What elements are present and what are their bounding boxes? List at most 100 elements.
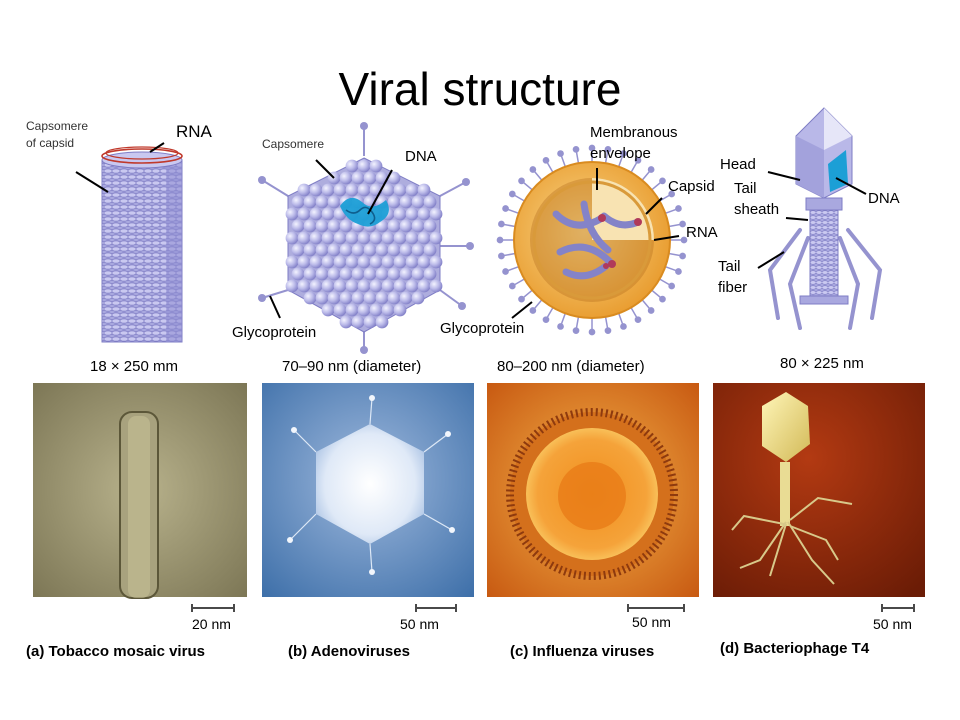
capsomere-sphere	[351, 315, 365, 329]
flu-scale-label: 50 nm	[632, 614, 671, 630]
t4-tail-sheath-label-line: sheath	[734, 201, 780, 218]
capsomere-sphere	[369, 231, 383, 245]
glycoprotein-spike-tip	[557, 150, 564, 157]
capsomere-sphere	[405, 255, 419, 269]
capsomere-sphere	[417, 231, 431, 245]
capsomere-sphere	[399, 291, 413, 305]
glycoprotein-spike-tip	[572, 327, 580, 334]
capsomere-sphere	[363, 291, 377, 305]
t4-tail-sheath-label-line: Tail	[734, 180, 757, 197]
influenza-micrograph	[487, 383, 699, 597]
capsomere-sphere	[393, 207, 407, 221]
flu-caption: (c) Influenza viruses	[510, 643, 655, 660]
glycoprotein-spike-tip	[620, 150, 627, 157]
capsomere-sphere	[339, 291, 353, 305]
capsomere-sphere	[429, 207, 443, 221]
adeno-scale-label: 50 nm	[400, 616, 439, 632]
capsomere-sphere	[315, 243, 329, 257]
capsomere-sphere	[387, 195, 401, 209]
capsomere-sphere	[327, 291, 341, 305]
capsomere-sphere	[297, 279, 311, 293]
capsomere-sphere	[309, 207, 323, 221]
bacteriophage-micrograph	[713, 383, 925, 597]
flu-rna-label: RNA	[686, 224, 718, 241]
capsomere-sphere	[309, 183, 323, 197]
capsomere-sphere	[387, 171, 401, 185]
capsomere-sphere	[351, 171, 365, 185]
capsomere-sphere	[297, 231, 311, 245]
glycoprotein-spike-tip	[679, 252, 686, 260]
glycoprotein-spike-tip	[679, 220, 686, 228]
capsomere-sphere	[369, 303, 383, 317]
glycoprotein-spike-tip	[498, 252, 505, 260]
capsomere-sphere	[429, 279, 443, 293]
capsomere-sphere	[381, 255, 395, 269]
glycoprotein-spike-tip	[542, 316, 550, 324]
capsomere-sphere	[309, 279, 323, 293]
capsomere-sphere	[357, 303, 371, 317]
capsomere-sphere	[339, 219, 353, 233]
capsomere-sphere	[405, 231, 419, 245]
capsomere-sphere	[345, 231, 359, 245]
capsomere-sphere	[339, 267, 353, 281]
capsomere-sphere	[375, 267, 389, 281]
tmv-micrograph	[33, 383, 247, 599]
capsomere-sphere	[387, 291, 401, 305]
capsomere-sphere	[417, 255, 431, 269]
glycoprotein-spike-tip	[508, 282, 516, 290]
capsomere-sphere	[387, 243, 401, 257]
glycoprotein-spike-tip	[668, 190, 676, 198]
glycoprotein-spike-tip	[675, 268, 682, 275]
glycoprotein-spike-tip	[557, 323, 564, 330]
capsomere-sphere	[345, 303, 359, 317]
tmv-dimension: 18 × 250 mm	[90, 358, 178, 375]
capsomere-sphere	[339, 315, 353, 329]
capsomere-sphere	[303, 291, 317, 305]
adeno-dna-label: DNA	[405, 148, 437, 165]
capsomere-sphere	[327, 243, 341, 257]
glycoprotein-spike-tip	[659, 295, 666, 303]
t4-tail-fiber-label-line: Tail	[718, 258, 741, 275]
glycoprotein-spike-tip	[647, 307, 655, 314]
glycoprotein-spike-tip	[502, 205, 509, 212]
capsomere-sphere	[369, 159, 383, 173]
capsomere-sphere	[315, 219, 329, 233]
capsomere-sphere	[381, 303, 395, 317]
capsomere-sphere	[345, 183, 359, 197]
tmv-caption: (a) Tobacco mosaic virus	[26, 643, 205, 660]
glycoprotein-spike-tip	[634, 316, 642, 324]
capsomere-sphere	[303, 243, 317, 257]
t4-dimension: 80 × 225 nm	[780, 355, 864, 372]
glycoprotein-spike-tip	[620, 323, 627, 330]
glycoprotein-spike-tip	[498, 220, 505, 228]
capsomere-sphere	[333, 279, 347, 293]
capsomere-sphere	[417, 183, 431, 197]
capsomere-sphere	[321, 207, 335, 221]
capsomere-sphere	[321, 303, 335, 317]
adenovirus-micrograph	[262, 383, 474, 597]
capsomere-sphere	[363, 171, 377, 185]
capsomere-sphere	[345, 279, 359, 293]
capsomere-sphere	[375, 291, 389, 305]
flu-dimension: 80–200 nm (diameter)	[497, 358, 645, 375]
capsomere-sphere	[363, 315, 377, 329]
capsomere-sphere	[405, 279, 419, 293]
tmv-rna-label: RNA	[176, 122, 212, 141]
flu-glycoprotein-label: Glycoprotein	[440, 320, 525, 337]
capsomere-sphere	[375, 315, 389, 329]
capsomere-sphere	[393, 279, 407, 293]
tmv-capsomere-label: Capsomere of capsid	[26, 118, 88, 152]
flu-envelope-label: Membranous envelope	[590, 122, 678, 164]
tmv-capsomere-label-line: of capsid	[26, 136, 75, 150]
capsomere-sphere	[315, 267, 329, 281]
capsomere-sphere	[303, 219, 317, 233]
glycoprotein-spike-tip	[502, 268, 509, 275]
capsomere-sphere	[399, 219, 413, 233]
t4-tail-sheath-label: Tail sheath	[734, 178, 779, 220]
capsomere-sphere	[315, 291, 329, 305]
capsomere-sphere	[411, 267, 425, 281]
capsomere-sphere	[291, 243, 305, 257]
glycoprotein-spike-tip	[529, 307, 537, 314]
capsomere-sphere	[381, 183, 395, 197]
capsomere-sphere	[399, 243, 413, 257]
